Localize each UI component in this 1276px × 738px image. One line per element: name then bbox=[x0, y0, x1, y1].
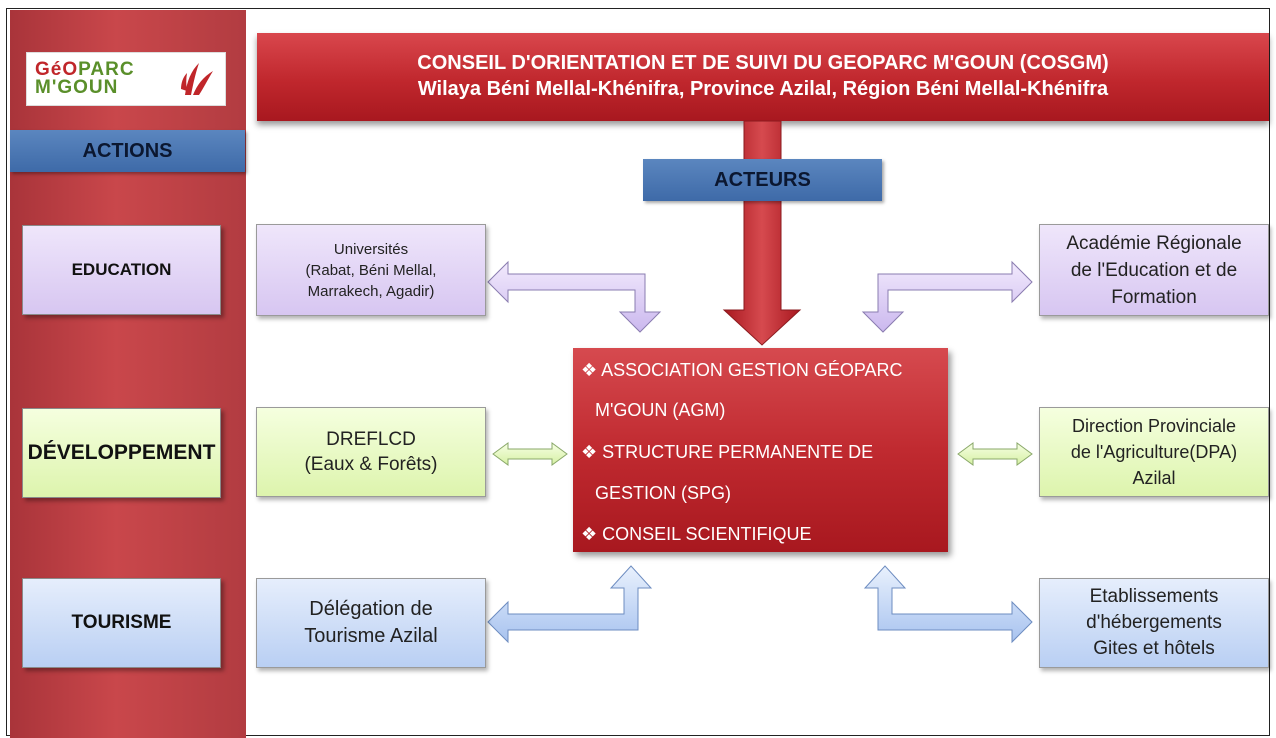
box-text: de l'Education et de bbox=[1070, 259, 1238, 281]
box-text: d'hébergements bbox=[1086, 612, 1222, 633]
box-text: Marrakech, Agadir) bbox=[307, 282, 435, 300]
central-line-spg: ❖ STRUCTURE PERMANENTE DE bbox=[581, 442, 874, 462]
box-text: Azilal bbox=[1132, 468, 1176, 488]
box-text: Direction Provinciale bbox=[1071, 416, 1237, 436]
box-text: DREFLCD bbox=[326, 429, 416, 450]
box-academie: Académie Régionale de l'Education et de … bbox=[1039, 224, 1269, 316]
central-line-agm: ❖ ASSOCIATION GESTION GÉOPARC bbox=[581, 360, 903, 380]
double-arrow-icon bbox=[492, 442, 568, 466]
box-delegation-tourisme: Délégation de Tourisme Azilal bbox=[256, 578, 486, 668]
central-box: ❖ ASSOCIATION GESTION GÉOPARC M'GOUN (AG… bbox=[573, 348, 948, 552]
action-tourisme: TOURISME bbox=[22, 578, 221, 668]
bent-double-arrow-icon bbox=[487, 260, 662, 333]
central-line-agm-2: M'GOUN (AGM) bbox=[595, 400, 726, 420]
leaf-logo-icon bbox=[181, 63, 213, 95]
bent-double-arrow-icon bbox=[861, 260, 1033, 333]
box-text: de l'Agriculture(DPA) bbox=[1070, 442, 1238, 462]
bent-double-arrow-icon bbox=[487, 565, 653, 644]
box-universites: Universités (Rabat, Béni Mellal, Marrake… bbox=[256, 224, 486, 316]
double-arrow-icon bbox=[957, 442, 1033, 466]
down-arrow-icon bbox=[722, 120, 802, 346]
header-box: CONSEIL D'ORIENTATION ET DE SUIVI DU GEO… bbox=[257, 33, 1269, 121]
box-text: Académie Régionale bbox=[1066, 232, 1242, 254]
box-text: (Rabat, Béni Mellal, bbox=[305, 261, 437, 279]
action-education: EDUCATION bbox=[22, 225, 221, 315]
bent-double-arrow-icon bbox=[863, 565, 1033, 644]
box-etablissements: Etablissements d'hébergements Gites et h… bbox=[1039, 578, 1269, 668]
logo-text-mgoun: M'GOUN bbox=[35, 77, 119, 98]
box-text: Universités bbox=[333, 240, 409, 258]
box-text: Tourisme Azilal bbox=[304, 625, 438, 647]
geoparc-logo: GéOPARC M'GOUN bbox=[26, 52, 226, 106]
action-developpement: DÉVELOPPEMENT bbox=[22, 408, 221, 498]
logo-text-geo: GéO bbox=[35, 59, 79, 80]
acteurs-label: ACTEURS bbox=[643, 159, 882, 201]
header-line-1: CONSEIL D'ORIENTATION ET DE SUIVI DU GEO… bbox=[417, 52, 1109, 74]
box-text: Etablissements bbox=[1089, 586, 1219, 607]
box-text: Formation bbox=[1111, 286, 1197, 308]
box-text: Gites et hôtels bbox=[1093, 638, 1215, 659]
box-dreflcd: DREFLCD (Eaux & Forêts) bbox=[256, 407, 486, 497]
central-line-cs: ❖ CONSEIL SCIENTIFIQUE bbox=[581, 524, 812, 544]
logo-text-parc: PARC bbox=[78, 59, 135, 80]
box-text: Délégation de bbox=[309, 598, 433, 620]
diagram-frame bbox=[6, 8, 1270, 736]
actions-label: ACTIONS bbox=[10, 130, 245, 172]
box-dpa: Direction Provinciale de l'Agriculture(D… bbox=[1039, 407, 1269, 497]
box-text: (Eaux & Forêts) bbox=[304, 454, 438, 475]
header-line-2: Wilaya Béni Mellal-Khénifra, Province Az… bbox=[417, 78, 1109, 100]
central-line-spg-2: GESTION (SPG) bbox=[595, 483, 732, 503]
